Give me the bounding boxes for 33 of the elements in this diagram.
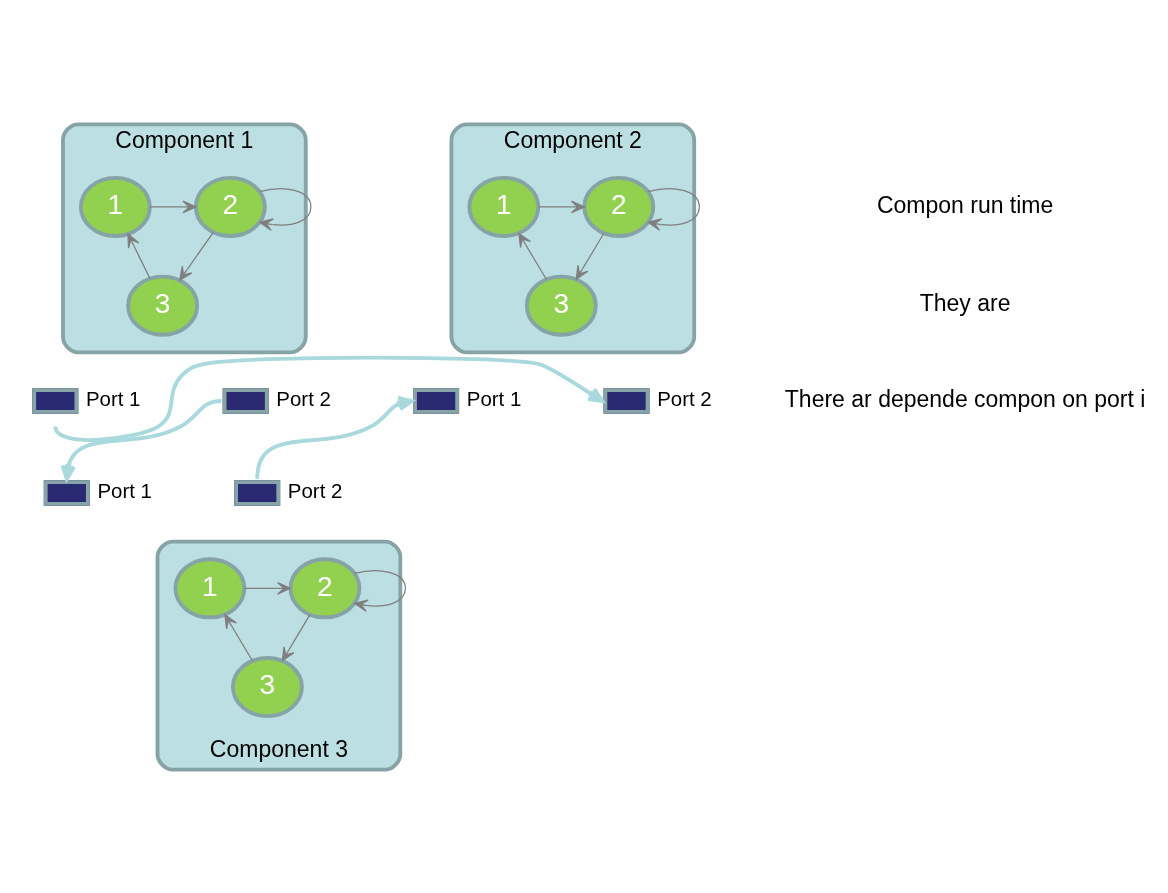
- arrow: [60, 398, 222, 481]
- arrow: [224, 613, 254, 661]
- node-ellipse: 2: [193, 175, 267, 238]
- arrow: [281, 613, 311, 661]
- label: There ar depende compon on port i: [784, 385, 1146, 412]
- arrow: [259, 187, 312, 231]
- arrow: [647, 187, 700, 231]
- node-label: Port 2: [657, 386, 712, 410]
- node-ellipse: 3: [126, 274, 200, 337]
- arrow: [149, 200, 197, 213]
- arrow: [537, 200, 585, 213]
- node-label: Port 1: [97, 478, 152, 502]
- node-label: Port 2: [287, 478, 343, 502]
- node-ellipse: 1: [78, 175, 152, 238]
- arrow: [243, 581, 291, 595]
- arrow: [127, 232, 151, 279]
- node-label: Port 1: [85, 386, 141, 410]
- node-ellipse: 3: [524, 274, 598, 337]
- arrow: [179, 231, 214, 281]
- label: Compon run time: [876, 191, 1054, 218]
- node-ellipse: 2: [582, 175, 656, 238]
- node-ellipse: 3: [231, 655, 304, 718]
- label: They are: [919, 289, 1011, 316]
- node-ellipse: 2: [288, 556, 362, 619]
- node-label: Port 1: [466, 386, 522, 410]
- arrow: [575, 232, 605, 280]
- arrow: [255, 395, 414, 479]
- node-ellipse: 1: [173, 556, 247, 619]
- node-label: Port 2: [276, 386, 331, 410]
- arrow: [354, 569, 407, 612]
- arrow: [518, 232, 547, 280]
- arrow: [53, 355, 605, 442]
- node-ellipse: 1: [467, 175, 541, 238]
